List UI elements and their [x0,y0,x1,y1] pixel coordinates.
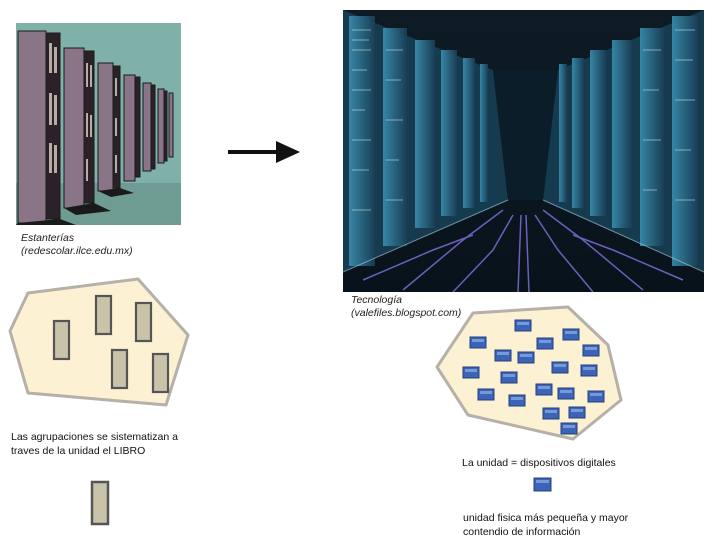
device-icon [542,407,560,420]
bookshelves-caption-source: (redescolar.ilce.edu.mx) [21,245,133,257]
device-icon [568,406,586,419]
book-icon [90,480,110,526]
device-icon [517,351,535,364]
book-icon [134,301,153,343]
books-grouping-region [8,275,193,415]
technology-caption-title: Tecnología [351,294,402,306]
device-icon [551,361,569,374]
book-icon [151,352,170,394]
device-icon [514,319,532,332]
device-icon [535,383,553,396]
devices-note-line1: unidad fisica más pequeña y mayor [463,512,629,524]
device-icon [562,328,580,341]
bookshelves-image [16,23,181,225]
device-icon [536,337,554,350]
device-icon [477,388,495,401]
device-icon [462,366,480,379]
device-icon [508,394,526,407]
device-icon [533,477,553,493]
book-icon [52,319,71,361]
devices-unit-text: La unidad = dispositivos digitales [462,457,616,469]
device-icon [557,387,575,400]
device-icon [469,336,487,349]
device-icon [560,422,578,435]
device-icon [587,390,605,403]
books-description-line1: Las agrupaciones se sistematizan a [11,431,178,443]
devices-note-line2: contendio de información [463,526,581,538]
book-icon [110,348,129,390]
technology-caption-source: (valefiles.blogspot.com) [351,307,462,319]
technology-image [343,10,704,292]
device-icon [580,364,598,377]
device-icon [582,344,600,357]
book-icon [94,294,113,336]
books-description-line2: traves de la unidad el LIBRO [11,445,146,457]
device-icon [494,349,512,362]
arrow-right-icon [226,138,302,166]
devices-grouping-region [433,305,623,443]
bookshelves-caption-title: Estanterías [21,232,75,244]
device-icon [500,371,518,384]
